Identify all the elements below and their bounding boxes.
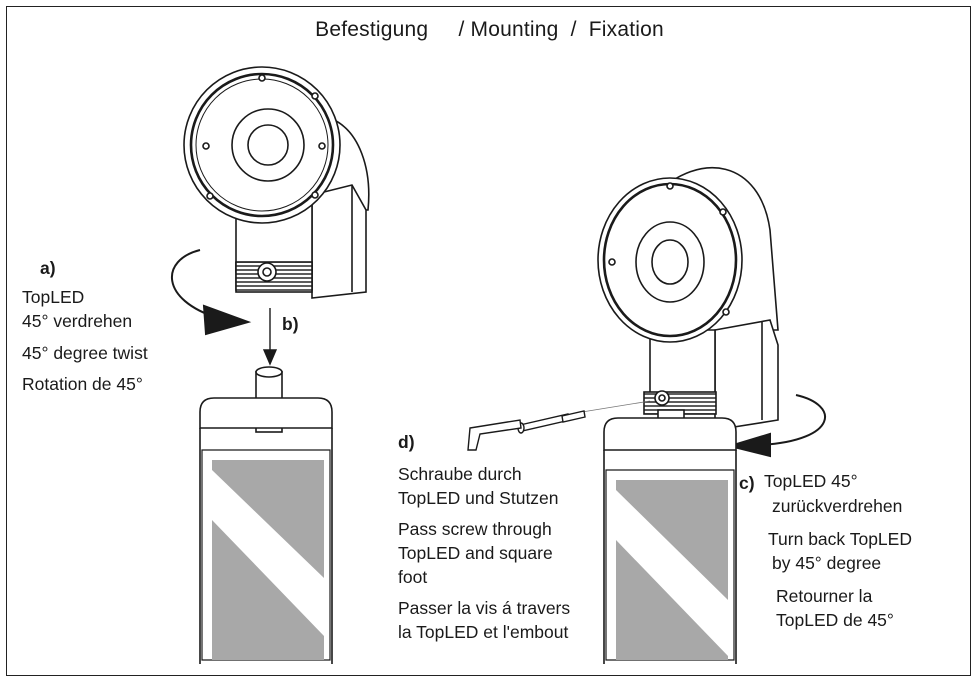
- bollard-post-left: [199, 366, 333, 664]
- step-d-en-line3: foot: [398, 567, 428, 587]
- title-sep-2: /: [570, 18, 577, 41]
- step-b-label: b): [282, 314, 299, 334]
- step-d-en-line2: TopLED and square: [398, 543, 553, 563]
- step-a-de-line1: TopLED: [22, 287, 85, 307]
- step-d-fr-line2: la TopLED et l'embout: [398, 622, 569, 642]
- title-de: Befestigung: [315, 18, 429, 41]
- step-d-fr-line1: Passer la vis á travers: [398, 598, 571, 618]
- step-d-de-line1: Schraube durch: [398, 464, 522, 484]
- insert-arrow-b: [262, 308, 278, 366]
- step-d-label: d): [398, 432, 415, 452]
- rotation-arrow-left: [171, 249, 252, 336]
- step-c-fr-line2: TopLED de 45°: [776, 610, 894, 630]
- step-a-de-line2: 45° verdrehen: [22, 311, 133, 331]
- step-c-label: c): [739, 473, 755, 493]
- title-sep-1: /: [458, 18, 465, 41]
- step-d-de-line2: TopLED und Stutzen: [398, 488, 559, 508]
- step-c-de-line1: TopLED 45°: [764, 471, 858, 491]
- step-a-label: a): [40, 258, 56, 278]
- step-d-en-line1: Pass screw through: [398, 519, 552, 539]
- topled-lamp-right: [597, 167, 779, 431]
- page-title: Befestigung / Mounting / Fixation: [0, 18, 979, 42]
- title-fr: Fixation: [588, 18, 664, 41]
- bollard-post-right: [603, 409, 737, 664]
- title-en: Mounting: [470, 18, 559, 41]
- step-a-en: 45° degree twist: [22, 343, 148, 363]
- step-a-fr: Rotation de 45°: [22, 374, 143, 394]
- step-c-en-line1: Turn back TopLED: [768, 529, 912, 549]
- screw-and-allen-key: [467, 400, 651, 451]
- topled-lamp-left: [183, 66, 370, 299]
- step-c-fr-line1: Retourner la: [776, 586, 873, 606]
- step-c-en-line2: by 45° degree: [772, 553, 882, 573]
- rotation-arrow-right: [726, 394, 826, 458]
- step-c-de-line2: zurückverdrehen: [772, 496, 903, 516]
